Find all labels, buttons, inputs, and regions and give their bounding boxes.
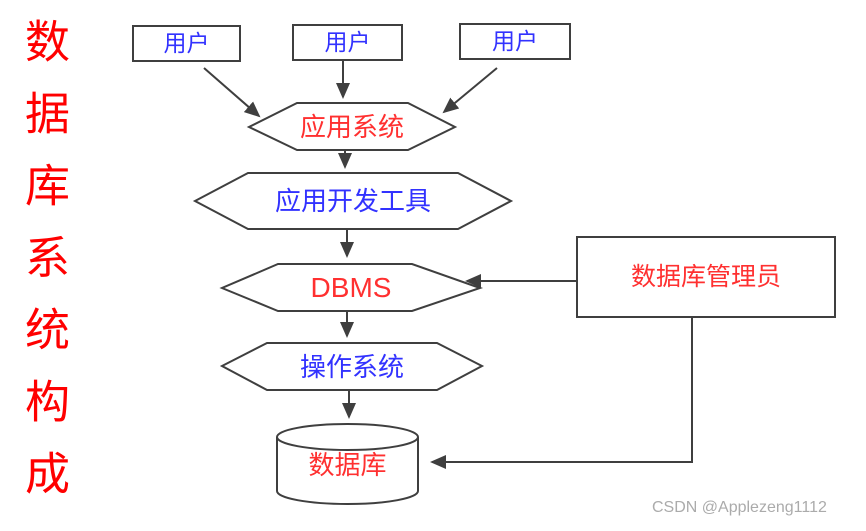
edge-user3-app-system [442, 67, 498, 114]
dbms-hexagon [219, 263, 484, 312]
user1-box [132, 25, 241, 62]
dev-tools-hexagon [192, 172, 514, 230]
edge-dba-database [430, 318, 693, 469]
database-cylinder-top [276, 423, 419, 451]
os-hexagon [219, 342, 485, 391]
user2-box [292, 24, 403, 61]
edge-user1-app-system [203, 67, 261, 118]
page-title: 数据库系统构成 [18, 18, 69, 522]
watermark-text: CSDN @Applezeng1112 [652, 499, 827, 516]
dba-box [576, 236, 836, 318]
database-cylinder-body [276, 437, 419, 505]
app-system-hexagon [246, 102, 458, 151]
user3-box [459, 23, 571, 60]
